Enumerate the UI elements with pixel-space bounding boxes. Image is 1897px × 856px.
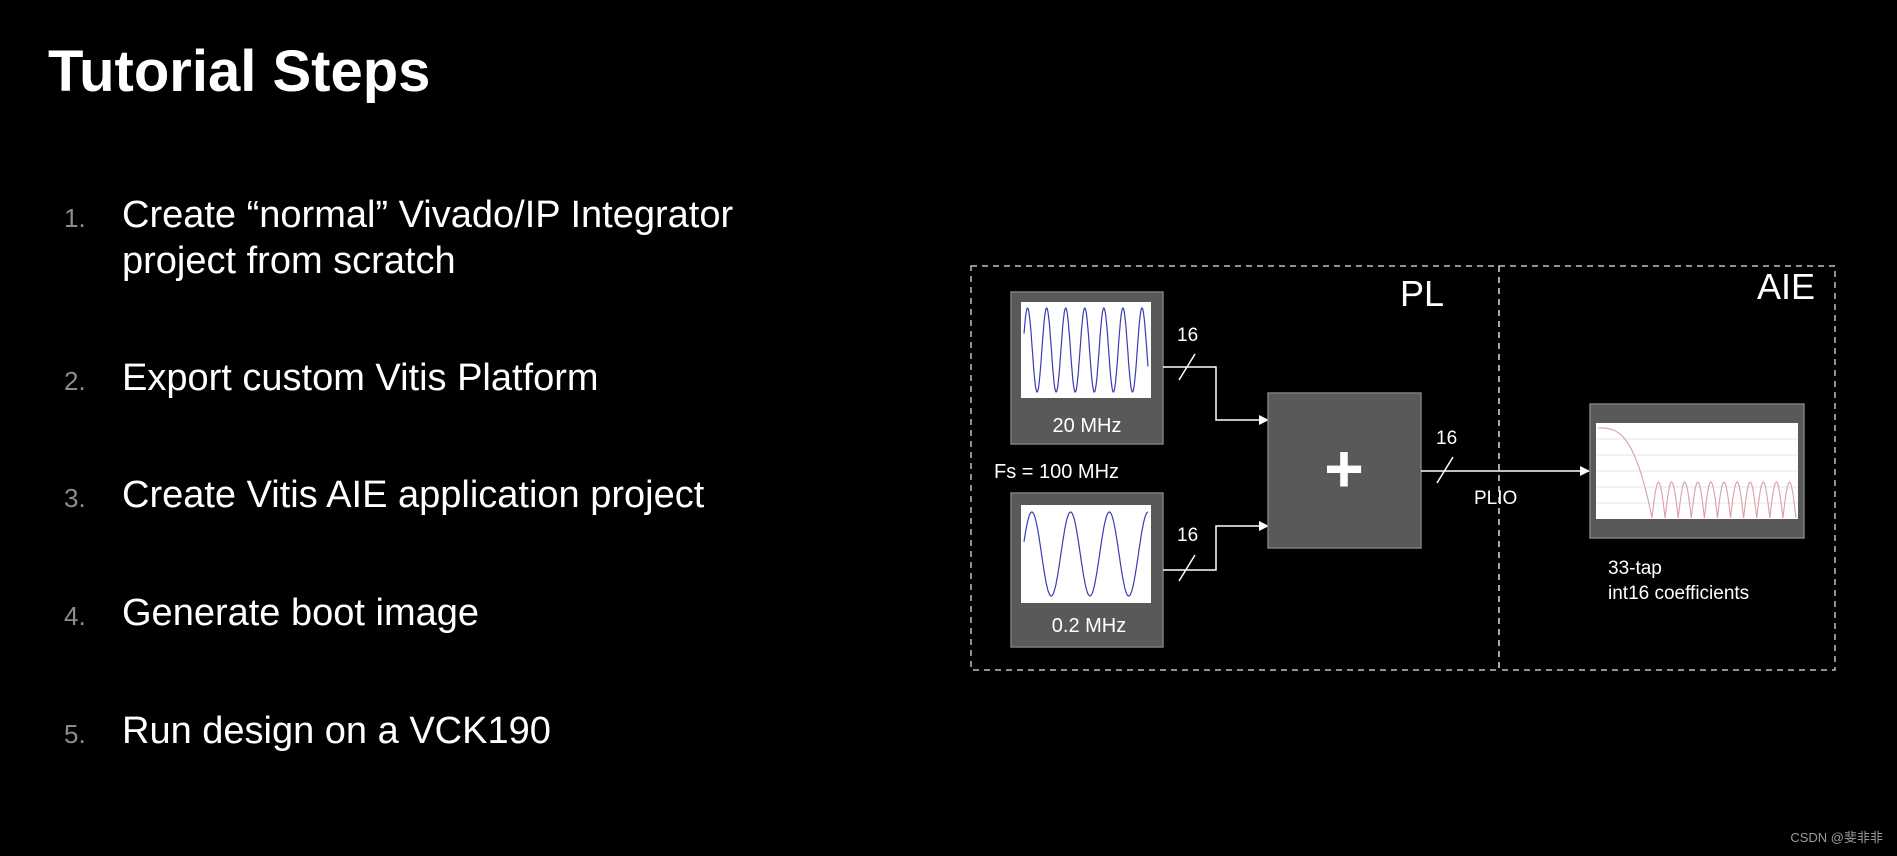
step-number: 5. bbox=[64, 719, 86, 749]
filter-taps-label: 33-tap bbox=[1608, 558, 1662, 579]
step-text: Create Vitis AIE application project bbox=[122, 472, 802, 518]
step-text-line: Create Vitis AIE application project bbox=[122, 474, 705, 516]
source-frequency-label: 0.2 MHz bbox=[1052, 615, 1126, 637]
bus-width-tick bbox=[1178, 554, 1196, 582]
bus-width-label: 16 bbox=[1177, 325, 1198, 346]
plio-label: PLIO bbox=[1474, 488, 1517, 509]
step-text-line: Create “normal” Vivado/IP Integrator bbox=[122, 194, 734, 236]
slide-title: Tutorial Steps bbox=[48, 39, 431, 104]
step-number: 1. bbox=[64, 203, 86, 233]
sine-wave-0.2mhz bbox=[1023, 511, 1149, 597]
bus-width-label: 16 bbox=[1177, 525, 1198, 546]
step-text-line: Run design on a VCK190 bbox=[122, 710, 551, 752]
step-text: Generate boot image bbox=[122, 590, 802, 636]
step-text-line: Generate boot image bbox=[122, 592, 480, 634]
step-text: Create “normal” Vivado/IP Integrator pro… bbox=[122, 192, 802, 284]
aie-region-box bbox=[1498, 265, 1836, 671]
bus-connector bbox=[1163, 521, 1269, 571]
bus-width-tick bbox=[1436, 456, 1454, 484]
filter-coefficients-label: int16 coefficients bbox=[1608, 583, 1749, 604]
filter-frequency-response bbox=[1598, 427, 1797, 519]
waveform-plot bbox=[1021, 302, 1151, 398]
step-number: 4. bbox=[64, 601, 86, 631]
pl-region-label: PL bbox=[1400, 273, 1444, 314]
bus-width-label: 16 bbox=[1436, 428, 1457, 449]
step-text-line: Export custom Vitis Platform bbox=[122, 357, 599, 399]
watermark: CSDN @斐非非 bbox=[1790, 830, 1883, 845]
step-text: Run design on a VCK190 bbox=[122, 708, 802, 754]
step-text: Export custom Vitis Platform bbox=[122, 355, 802, 401]
filter-plot-grid bbox=[1596, 438, 1798, 504]
step-number: 3. bbox=[64, 483, 86, 513]
bus-connector bbox=[1163, 366, 1269, 425]
step-text-line: project from scratch bbox=[122, 240, 456, 282]
bus-width-tick bbox=[1178, 353, 1196, 381]
sample-rate-label: Fs = 100 MHz bbox=[994, 461, 1119, 483]
aie-region-label: AIE bbox=[1757, 266, 1815, 307]
adder-plus-icon: + bbox=[1324, 431, 1364, 507]
sine-wave-20mhz bbox=[1023, 307, 1149, 393]
source-frequency-label: 20 MHz bbox=[1053, 415, 1122, 437]
step-number: 2. bbox=[64, 366, 86, 396]
